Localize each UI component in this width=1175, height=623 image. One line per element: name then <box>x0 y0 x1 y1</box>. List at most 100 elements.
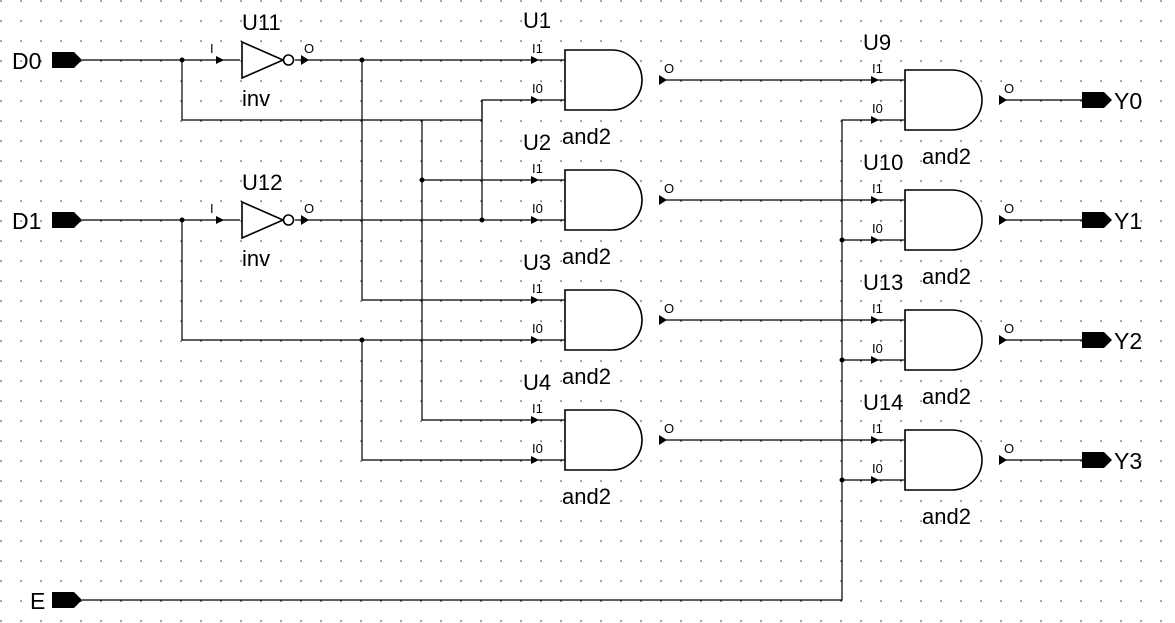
gate-u3[interactable]: I1 I0 O U3 and2 <box>523 250 674 389</box>
port-label: Y3 <box>1114 448 1142 474</box>
pin-arrow-icon <box>999 215 1007 225</box>
pin-arrow-icon <box>531 96 539 104</box>
pin-label: I0 <box>872 221 883 236</box>
port-label: E <box>30 588 45 614</box>
gate-id-label: U3 <box>523 250 551 275</box>
junction-dot <box>839 477 845 483</box>
pin-label: I1 <box>872 301 883 316</box>
port-label: D1 <box>12 208 41 234</box>
junction-dot <box>839 357 845 363</box>
pin-arrow-icon <box>531 456 539 464</box>
pin-label: I1 <box>872 421 883 436</box>
pin-label: I0 <box>872 101 883 116</box>
output-port-icon <box>1082 92 1112 108</box>
junction-dot <box>419 177 425 183</box>
gate-id-label: U9 <box>863 30 891 55</box>
and-gate-symbol <box>904 309 983 371</box>
junction-dot <box>479 217 485 223</box>
pin-arrow-icon <box>531 56 539 64</box>
pin-label: I1 <box>532 161 543 176</box>
gate-u2[interactable]: I1 I0 O U2 and2 <box>523 130 674 269</box>
pin-label: I1 <box>532 281 543 296</box>
pin-arrow-icon <box>301 215 309 225</box>
pin-label: O <box>664 61 674 76</box>
gate-id-label: U1 <box>523 8 551 33</box>
pin-label: O <box>304 201 314 216</box>
and-gate-symbol <box>904 69 983 131</box>
pin-label: I1 <box>872 61 883 76</box>
pin-label: I0 <box>532 441 543 456</box>
gate-type-label: and2 <box>562 364 611 389</box>
pin-label: O <box>664 301 674 316</box>
gate-u14[interactable]: I1 I0 O U14 and2 <box>863 390 1014 529</box>
pin-label: I0 <box>872 461 883 476</box>
pin-arrow-icon <box>659 315 667 325</box>
pin-arrow-icon <box>999 455 1007 465</box>
and-gate-symbol <box>904 429 983 491</box>
pin-label: I1 <box>532 41 543 56</box>
and-gate-symbol <box>564 409 643 471</box>
output-port-y3[interactable]: Y3 <box>1082 448 1142 474</box>
pin-label: I1 <box>872 181 883 196</box>
pin-label: O <box>1004 321 1014 336</box>
input-port-e[interactable]: E <box>30 588 82 614</box>
and-gate-symbol <box>564 289 643 351</box>
pin-label: O <box>304 41 314 56</box>
pin-label: O <box>664 181 674 196</box>
input-port-d1[interactable]: D1 <box>12 208 82 234</box>
and-gate-symbol <box>564 49 643 111</box>
pin-arrow-icon <box>871 116 879 124</box>
gate-id-label: U10 <box>863 150 903 175</box>
port-label: Y1 <box>1114 208 1142 234</box>
and-gate-symbol <box>564 169 643 231</box>
input-port-d0[interactable]: D0 <box>12 48 82 74</box>
output-port-y2[interactable]: Y2 <box>1082 328 1142 354</box>
and-gate-symbol <box>904 189 983 251</box>
output-port-y0[interactable]: Y0 <box>1082 88 1142 114</box>
gate-id-label: U11 <box>242 10 281 35</box>
pin-arrow-icon <box>531 296 539 304</box>
pin-label: I0 <box>532 321 543 336</box>
pin-arrow-icon <box>659 195 667 205</box>
gate-u4[interactable]: I1 I0 O U4 and2 <box>523 370 674 509</box>
gate-u1[interactable]: I1 I0 O U1 and2 <box>523 8 674 149</box>
inverter-bubble <box>282 214 295 226</box>
pin-label: I1 <box>532 401 543 416</box>
pin-arrow-icon <box>301 55 309 65</box>
pin-arrow-icon <box>871 476 879 484</box>
output-port-y1[interactable]: Y1 <box>1082 208 1142 234</box>
pin-arrow-icon <box>999 95 1007 105</box>
gate-u10[interactable]: I1 I0 O U10 and2 <box>863 150 1014 289</box>
pin-arrow-icon <box>531 336 539 344</box>
gate-type-label: and2 <box>562 124 611 149</box>
pin-arrow-icon <box>871 236 879 244</box>
input-port-icon <box>52 212 82 228</box>
gate-id-label: U14 <box>863 390 903 415</box>
gate-id-label: U4 <box>523 370 551 395</box>
pin-arrow-icon <box>659 435 667 445</box>
gate-u9[interactable]: I1 I0 O U9 and2 <box>863 30 1014 169</box>
pin-arrow-icon <box>871 436 879 444</box>
gate-type-label: and2 <box>922 264 971 289</box>
pin-arrow-icon <box>531 216 539 224</box>
input-port-icon <box>52 52 82 68</box>
pin-label: I <box>210 41 214 56</box>
gate-id-label: U12 <box>242 170 282 195</box>
junction-dot <box>179 217 185 223</box>
pin-label: O <box>1004 441 1014 456</box>
gate-u13[interactable]: I1 I0 O U13 and2 <box>863 270 1014 409</box>
wires <box>82 59 1082 601</box>
pin-label: O <box>1004 201 1014 216</box>
gate-type-label: and2 <box>922 504 971 529</box>
gate-u12[interactable]: I O U12 inv <box>210 170 314 271</box>
gate-type-label: and2 <box>562 484 611 509</box>
pin-arrow-icon <box>871 356 879 364</box>
pin-label: I0 <box>532 201 543 216</box>
pin-label: I0 <box>532 81 543 96</box>
pin-label: I <box>210 201 214 216</box>
pin-arrow-icon <box>216 56 224 64</box>
gate-type-label: and2 <box>562 244 611 269</box>
gate-u11[interactable]: I O U11 inv <box>210 10 314 111</box>
pin-arrow-icon <box>659 75 667 85</box>
